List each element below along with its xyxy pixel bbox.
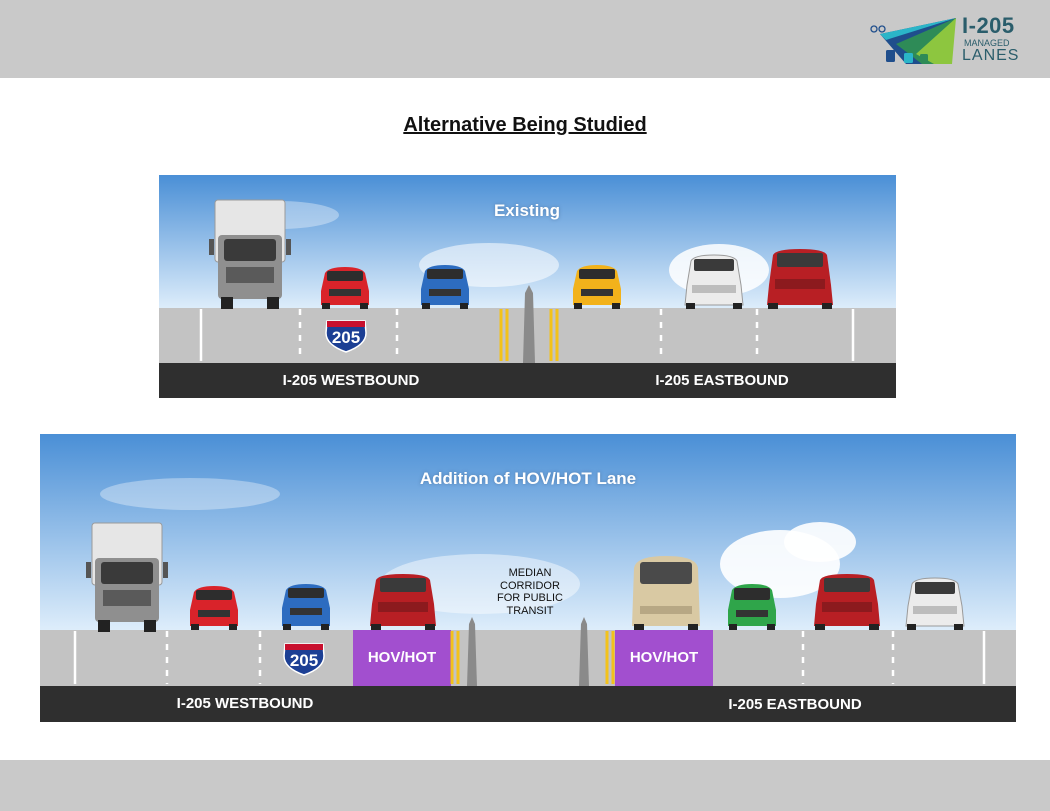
logo-number: I-205 bbox=[962, 13, 1015, 38]
green-car-icon bbox=[728, 584, 776, 630]
footer-bar bbox=[0, 760, 1050, 811]
truck-icon bbox=[209, 199, 291, 309]
median-line: MEDIAN bbox=[508, 567, 552, 579]
median-barrier bbox=[467, 617, 477, 686]
label-bar bbox=[40, 686, 1016, 722]
white-pickup-icon bbox=[684, 254, 744, 309]
hov-hot-cross-section: Addition of HOV/HOT Lane MEDIAN CORRIDOR… bbox=[40, 434, 1016, 722]
yellow-car-icon bbox=[573, 265, 621, 309]
interstate-shield-icon bbox=[325, 320, 367, 353]
median-line: TRANSIT bbox=[506, 604, 554, 617]
median-line: CORRIDOR bbox=[500, 579, 560, 592]
label-bar bbox=[159, 363, 896, 398]
red-car-icon bbox=[190, 586, 238, 630]
existing-westbound-label: I-205 WESTBOUND bbox=[282, 372, 420, 389]
blue-car-icon bbox=[421, 265, 469, 309]
existing-shield-number: 205 bbox=[331, 328, 361, 347]
red-pickup-icon bbox=[370, 574, 436, 630]
median-line: FOR PUBLIC bbox=[496, 592, 563, 604]
proposed-westbound-label: I-205 WESTBOUND bbox=[176, 695, 314, 712]
road-surface bbox=[40, 630, 1016, 686]
tan-van-icon bbox=[632, 556, 700, 630]
median-barrier bbox=[579, 617, 589, 686]
hov-lane-west bbox=[353, 630, 451, 686]
truck-icon bbox=[86, 522, 168, 632]
white-pickup-icon bbox=[905, 577, 965, 630]
proposed-eastbound-label: I-205 EASTBOUND bbox=[728, 696, 862, 713]
header-bar: I-205 MANAGED LANES bbox=[0, 0, 1050, 78]
existing-eastbound-label: I-205 EASTBOUND bbox=[655, 372, 789, 389]
proposed-road-graphic bbox=[40, 434, 1016, 722]
cloud bbox=[100, 478, 280, 510]
i205-managed-lanes-logo: I-205 MANAGED LANES bbox=[866, 14, 1022, 66]
median-barrier bbox=[523, 285, 535, 363]
hov-hot-label-west: HOV/HOT bbox=[367, 649, 437, 666]
red-pickup-icon bbox=[814, 574, 880, 630]
logo-managed-text: MANAGED bbox=[964, 38, 1010, 48]
red-pickup-icon bbox=[767, 249, 833, 309]
red-car-icon bbox=[321, 267, 369, 309]
hov-hot-label-east: HOV/HOT bbox=[629, 649, 699, 666]
existing-road-graphic bbox=[159, 175, 896, 398]
logo-lanes-text: LANES bbox=[962, 47, 1020, 64]
median-transit-label: MEDIAN CORRIDOR FOR PUBLIC TRANSIT bbox=[480, 567, 580, 617]
existing-cross-section: Existing 205 I-205 WESTBOUND I-205 EASTB… bbox=[159, 175, 896, 398]
logo-lanes-icon bbox=[870, 18, 956, 64]
existing-title: Existing bbox=[493, 201, 561, 220]
cloud bbox=[784, 522, 856, 562]
proposed-title: Addition of HOV/HOT Lane bbox=[419, 469, 637, 488]
hov-lane-east bbox=[615, 630, 713, 686]
interstate-shield-icon bbox=[283, 643, 325, 676]
blue-car-icon bbox=[282, 584, 330, 630]
proposed-shield-number: 205 bbox=[289, 651, 319, 670]
page-title: Alternative Being Studied bbox=[403, 114, 647, 136]
